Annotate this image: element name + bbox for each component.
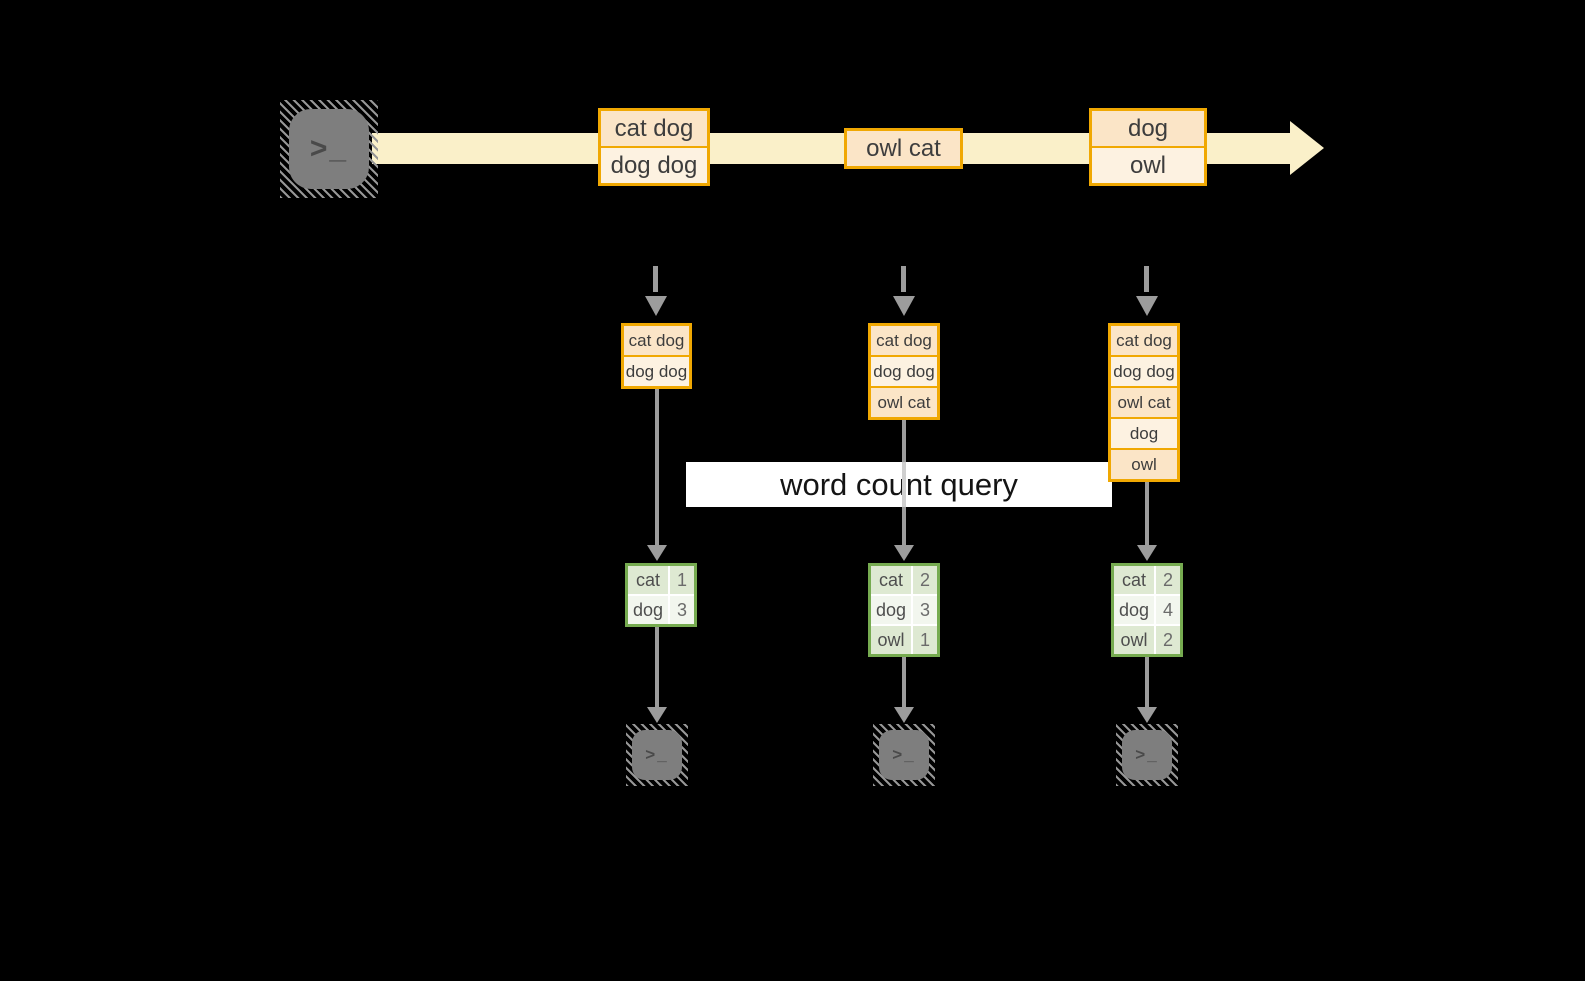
query-arrow-through-bar bbox=[902, 462, 906, 507]
word-count-table-1: cat 1 dog 3 bbox=[625, 563, 697, 627]
stream-event-line: owl bbox=[1092, 146, 1204, 183]
ingest-arrowhead-icon bbox=[645, 296, 667, 316]
ingest-arrow-dashed bbox=[653, 266, 658, 292]
state-row: cat dog bbox=[1111, 326, 1177, 355]
terminal-prompt-glyph: >_ bbox=[879, 730, 929, 780]
state-row: owl bbox=[1111, 448, 1177, 479]
count-cell: 2 bbox=[1156, 626, 1180, 654]
state-row: dog bbox=[1111, 417, 1177, 448]
terminal-prompt-glyph: >_ bbox=[632, 730, 682, 780]
output-terminal-icon: >_ bbox=[626, 724, 688, 786]
ingest-arrowhead-icon bbox=[893, 296, 915, 316]
count-cell: 3 bbox=[913, 596, 937, 624]
terminal-prompt-glyph: >_ bbox=[1122, 730, 1172, 780]
terminal-prompt-glyph: >_ bbox=[289, 109, 369, 189]
word-cell: dog bbox=[628, 596, 668, 624]
query-label: word count query bbox=[686, 462, 1112, 507]
stream-event-line: dog dog bbox=[601, 146, 707, 183]
word-cell: dog bbox=[871, 596, 911, 624]
result-arrowhead-icon bbox=[647, 707, 667, 723]
state-row: dog dog bbox=[871, 355, 937, 386]
word-count-table-3: cat 2 dog 4 owl 2 bbox=[1111, 563, 1183, 657]
ingest-arrowhead-icon bbox=[1136, 296, 1158, 316]
ingest-arrow-dashed bbox=[901, 266, 906, 292]
result-arrow bbox=[1145, 657, 1149, 707]
word-cell: dog bbox=[1114, 596, 1154, 624]
query-arrow bbox=[1145, 482, 1149, 545]
stream-event-line: owl cat bbox=[847, 131, 960, 166]
stream-event-line: dog bbox=[1092, 111, 1204, 146]
state-row: owl cat bbox=[1111, 386, 1177, 417]
source-terminal-icon: >_ bbox=[280, 100, 378, 198]
state-row: cat dog bbox=[871, 326, 937, 355]
state-buffer-2: cat dog dog dog owl cat bbox=[868, 323, 940, 420]
state-row: dog dog bbox=[1111, 355, 1177, 386]
result-arrowhead-icon bbox=[894, 707, 914, 723]
output-terminal-icon: >_ bbox=[1116, 724, 1178, 786]
result-arrowhead-icon bbox=[1137, 707, 1157, 723]
result-arrow bbox=[655, 627, 659, 707]
query-arrow bbox=[655, 389, 659, 545]
word-cell: cat bbox=[871, 566, 911, 594]
stream-arrow-head-icon bbox=[1290, 121, 1324, 175]
count-cell: 2 bbox=[913, 566, 937, 594]
count-cell: 1 bbox=[913, 626, 937, 654]
state-row: dog dog bbox=[624, 355, 689, 386]
count-cell: 4 bbox=[1156, 596, 1180, 624]
query-arrowhead-icon bbox=[647, 545, 667, 561]
count-cell: 1 bbox=[670, 566, 694, 594]
count-cell: 2 bbox=[1156, 566, 1180, 594]
word-cell: owl bbox=[1114, 626, 1154, 654]
result-arrow bbox=[902, 657, 906, 707]
count-cell: 3 bbox=[670, 596, 694, 624]
state-buffer-1: cat dog dog dog bbox=[621, 323, 692, 389]
ingest-arrow-dashed bbox=[1144, 266, 1149, 292]
word-cell: cat bbox=[628, 566, 668, 594]
query-arrowhead-icon bbox=[1137, 545, 1157, 561]
word-cell: owl bbox=[871, 626, 911, 654]
state-row: owl cat bbox=[871, 386, 937, 417]
word-count-table-2: cat 2 dog 3 owl 1 bbox=[868, 563, 940, 657]
state-buffer-3: cat dog dog dog owl cat dog owl bbox=[1108, 323, 1180, 482]
stream-event-line: cat dog bbox=[601, 111, 707, 146]
word-cell: cat bbox=[1114, 566, 1154, 594]
state-row: cat dog bbox=[624, 326, 689, 355]
stream-event-box-3: dog owl bbox=[1089, 108, 1207, 186]
stream-event-box-2: owl cat bbox=[844, 128, 963, 169]
stream-event-box-1: cat dog dog dog bbox=[598, 108, 710, 186]
query-arrowhead-icon bbox=[894, 545, 914, 561]
output-terminal-icon: >_ bbox=[873, 724, 935, 786]
